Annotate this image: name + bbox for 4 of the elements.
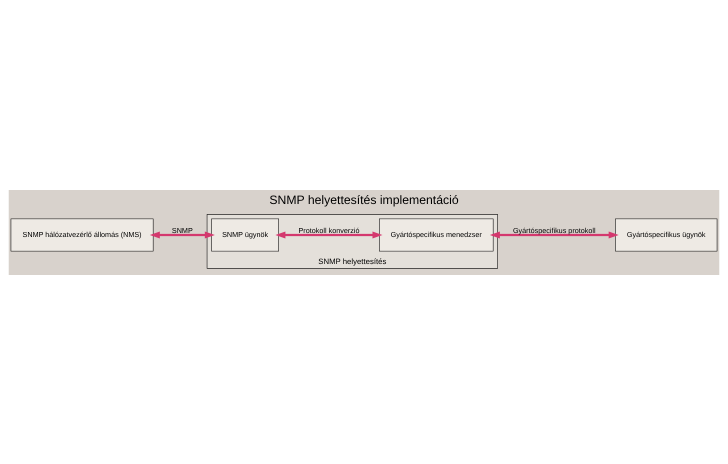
arrow: [490, 231, 619, 238]
arrow: [150, 231, 215, 238]
diagram-title: SNMP helyettesítés implementáció: [269, 192, 459, 207]
arrow: [275, 231, 382, 238]
